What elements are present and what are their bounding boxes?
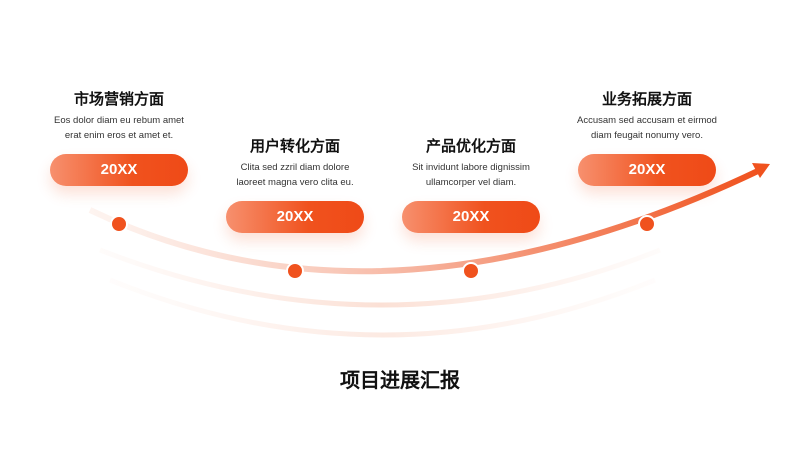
milestone-title: 市场营销方面 <box>73 90 164 108</box>
main-arc <box>88 167 762 275</box>
milestone-title: 用户转化方面 <box>249 137 340 155</box>
timeline-dot <box>286 262 304 280</box>
page-title: 项目进展汇报 <box>340 368 460 392</box>
milestone-title: 产品优化方面 <box>425 137 516 155</box>
timeline-dot <box>110 215 128 233</box>
faint-arc <box>99 247 661 308</box>
year-pill: 20XX <box>50 154 188 186</box>
year-pill: 20XX <box>578 154 716 186</box>
arrow-head-icon <box>752 163 770 178</box>
timeline-dot <box>462 262 480 280</box>
year-pill: 20XX <box>402 201 540 233</box>
year-pill: 20XX <box>226 201 364 233</box>
faint-arc <box>109 277 656 338</box>
milestone-title: 业务拓展方面 <box>601 90 692 108</box>
timeline-dot <box>638 215 656 233</box>
